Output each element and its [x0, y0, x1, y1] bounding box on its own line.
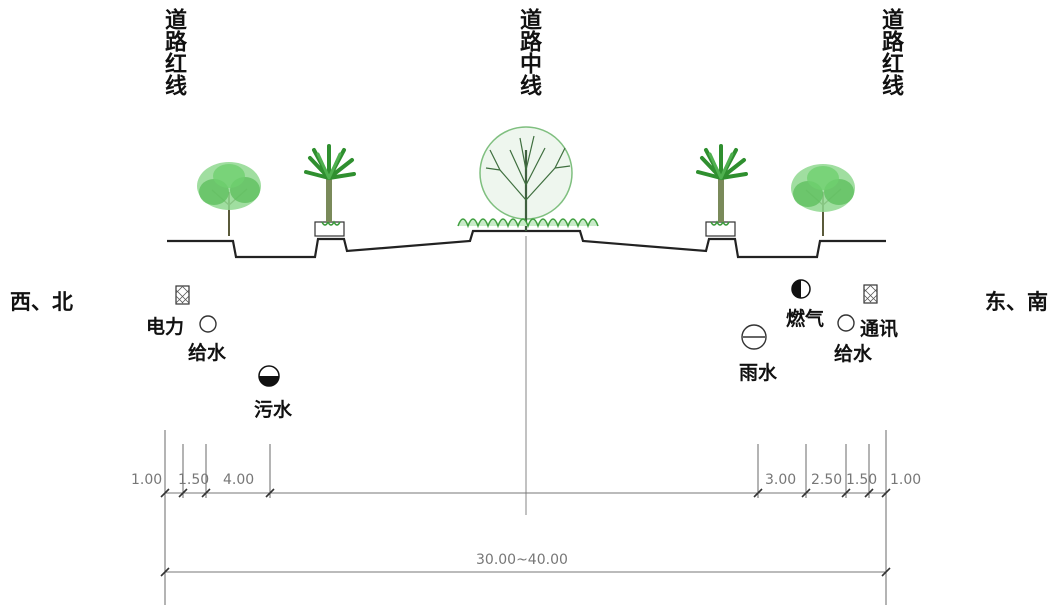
left-palm-tree — [304, 144, 356, 237]
water-pipe-right-icon — [837, 314, 855, 332]
dim-label-3: 4.00 — [223, 472, 255, 488]
water-pipe-left-icon — [199, 315, 217, 333]
left-broadleaf-tree — [197, 162, 261, 236]
water-left-label: 给水 — [188, 342, 227, 364]
left-red-line-label: 道路红线 — [161, 8, 186, 96]
dim-label-7: 1.00 — [890, 472, 922, 488]
left-side-label: 西、北 — [10, 290, 73, 314]
dim-label-1: 1.00 — [131, 472, 163, 488]
dim-label-6: 1.50 — [846, 472, 878, 488]
right-broadleaf-tree — [791, 164, 855, 236]
gas-label: 燃气 — [786, 308, 825, 330]
sewage-label: 污水 — [254, 399, 293, 421]
right-palm-tree — [696, 144, 748, 237]
dim-label-5: 2.50 — [811, 472, 843, 488]
dimension-lines — [160, 430, 891, 605]
right-red-line-label: 道路红线 — [878, 8, 903, 96]
rain-label: 雨水 — [739, 362, 778, 384]
right-side-label: 东、南 — [985, 290, 1048, 314]
water-right-label: 给水 — [834, 343, 873, 365]
telecom-pipe-icon — [863, 284, 878, 304]
power-label: 电力 — [146, 316, 185, 338]
gas-pipe-icon — [791, 279, 811, 299]
dim-label-4: 3.00 — [765, 472, 797, 488]
rain-pipe-icon — [741, 324, 767, 350]
dim-label-2: 1.50 — [178, 472, 210, 488]
center-line-label: 道路中线 — [516, 8, 541, 96]
sewage-pipe-icon — [258, 365, 280, 387]
center-tree — [457, 126, 599, 231]
dim-label-total: 30.00~40.00 — [476, 552, 568, 568]
power-pipe-icon — [175, 285, 190, 305]
telecom-label: 通讯 — [860, 318, 899, 340]
